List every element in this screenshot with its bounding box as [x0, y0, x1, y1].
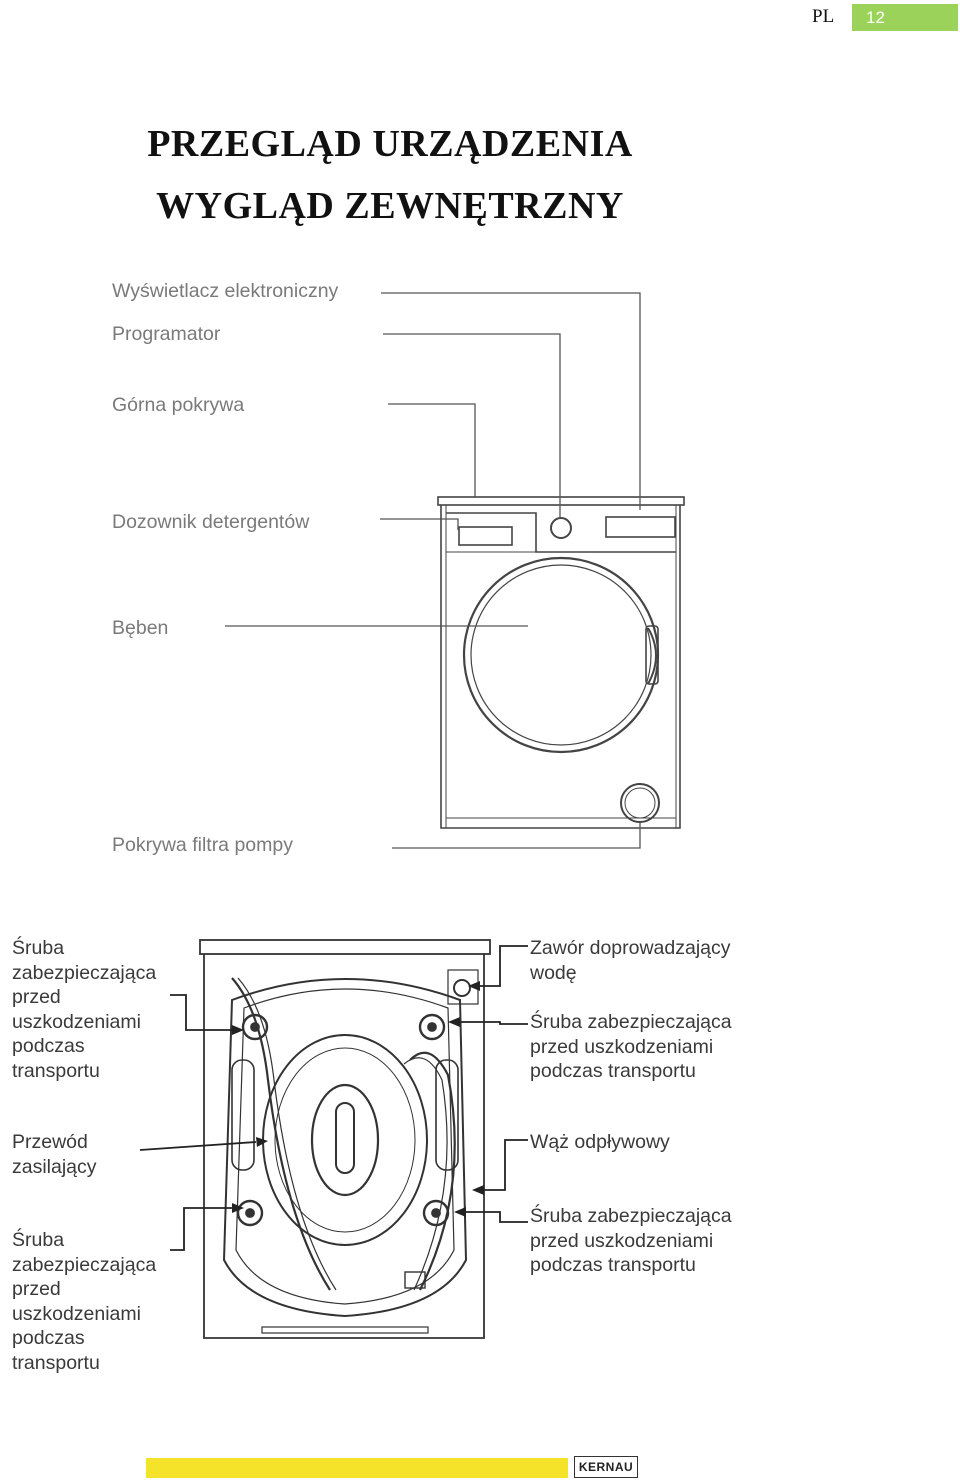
label-top-cover: Górna pokrywa	[112, 394, 245, 416]
label-drain-hose: Wąż odpływowy	[530, 1131, 670, 1153]
label-transport-screw-right-bottom: Śruba zabezpieczająca przed uszkodzeniam…	[530, 1205, 732, 1276]
label-power-cord: Przewód zasilający	[12, 1131, 97, 1178]
front-view-drawing	[437, 496, 685, 829]
leader-arrowheads	[232, 981, 484, 1217]
footer-color-bar	[146, 1458, 568, 1478]
language-code: PL	[812, 6, 835, 27]
brand-logo: KERNAU	[574, 1456, 638, 1478]
label-programmer: Programator	[112, 323, 221, 345]
label-water-inlet-valve: Zawór doprowadzający wodę	[530, 937, 731, 984]
label-drum: Bęben	[112, 617, 169, 639]
label-transport-screw-left-bottom: Śruba zabezpieczająca przed uszkodzeniam…	[12, 1229, 157, 1374]
label-pump-filter-cover: Pokrywa filtra pompy	[112, 834, 293, 856]
label-detergent-dispenser: Dozownik detergentów	[112, 511, 310, 533]
page-number-badge: 12	[852, 4, 958, 31]
section-subtitle: WYGLĄD ZEWNĘTRZNY	[156, 185, 624, 227]
back-leader-lines	[139, 945, 528, 1251]
label-transport-screw-left-top: Śruba zabezpieczająca przed uszkodzeniam…	[12, 937, 157, 1082]
page-number: 12	[866, 8, 885, 27]
section-title: PRZEGLĄD URZĄDZENIA	[147, 123, 633, 165]
label-electronic-display: Wyświetlacz elektroniczny	[112, 280, 339, 302]
back-view-drawing	[199, 939, 491, 1339]
front-leader-lines	[225, 292, 641, 849]
label-transport-screw-right-top: Śruba zabezpieczająca przed uszkodzeniam…	[530, 1011, 732, 1082]
